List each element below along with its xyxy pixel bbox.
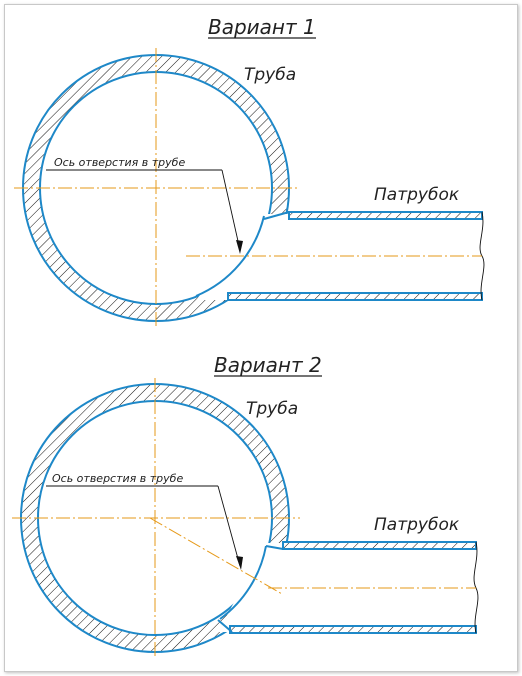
variant-2-nozzle-weld-top xyxy=(265,545,284,550)
variant-2-hole-axis-inclined xyxy=(149,517,283,595)
variant-2-title: Вариант 2 xyxy=(214,353,322,377)
variant-2-nozzle-top-wall-edge xyxy=(282,541,477,550)
variant-1-group: Вариант 1 Ось отверстия в трубе Труба Па… xyxy=(14,15,485,326)
variant-1-nozzle-label: Патрубок xyxy=(374,185,460,205)
variant-2-nozzle-label: Патрубок xyxy=(374,515,460,535)
variant-2-hole-axis-label: Ось отверстия в трубе xyxy=(52,472,183,485)
variant-2-opening xyxy=(218,543,289,632)
variant-1-nozzle-bottom-wall-edge xyxy=(227,292,483,301)
variant-1-nozzle-bottom-wall xyxy=(228,293,482,300)
variant-2-pipe-label: Труба xyxy=(246,399,298,419)
variant-2-nozzle-weld-bottom xyxy=(217,619,233,633)
variant-1-pipe-label: Труба xyxy=(244,65,296,85)
variant-1-title: Вариант 1 xyxy=(208,15,316,39)
variant-1-opening xyxy=(196,214,289,300)
variant-1-hole-axis-label: Ось отверстия в трубе xyxy=(54,156,185,169)
variant-2-leader-arrow xyxy=(236,556,243,570)
variant-2-nozzle-bottom-wall xyxy=(230,626,476,633)
variant-1-nozzle-weld-top xyxy=(263,211,290,220)
variant-2-nozzle-top-wall xyxy=(283,542,476,549)
variant-1-hole-edge xyxy=(195,215,265,297)
variant-1-nozzle-top-wall xyxy=(289,212,482,219)
variant-1-leader-line xyxy=(221,169,241,251)
variant-1-nozzle-top-wall-edge xyxy=(288,211,483,220)
variant-2-hole-edge xyxy=(219,545,267,620)
variant-2-leader-line xyxy=(217,485,241,567)
variant-2-group: Вариант 2 Ось отверстия в трубе Труба Па… xyxy=(12,353,479,658)
variant-1-leader-arrow xyxy=(236,240,243,254)
